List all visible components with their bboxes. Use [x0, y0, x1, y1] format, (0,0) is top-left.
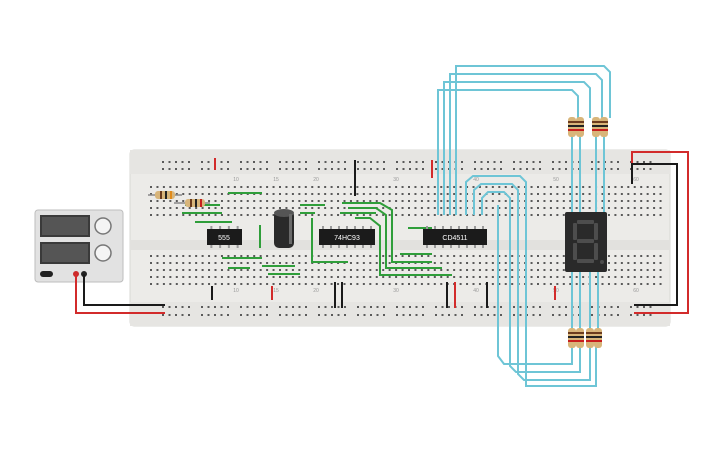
column-number-15-top: 15 [273, 177, 279, 183]
rail-markers [211, 158, 556, 308]
column-number-30-bottom: 30 [393, 288, 399, 294]
column-number-30-top: 30 [393, 177, 399, 183]
column-number-60-top: 60 [633, 177, 639, 183]
resistor-bottom-1[interactable] [568, 328, 576, 348]
column-number-60-bottom: 60 [633, 288, 639, 294]
chip-555[interactable]: 555 [207, 229, 242, 245]
column-number-20-top: 20 [313, 177, 319, 183]
rail-link-wires [631, 151, 689, 314]
column-number-15-bottom: 15 [273, 288, 279, 294]
column-number-20-bottom: 20 [313, 288, 319, 294]
column-number-10-bottom: 10 [233, 288, 239, 294]
chip-pins [210, 226, 484, 248]
column-number-40-bottom: 40 [473, 288, 479, 294]
resistor-top-4[interactable] [600, 117, 608, 137]
chip-cd4511-label: CD4511 [442, 235, 467, 242]
resistor-bottom-3[interactable] [586, 328, 594, 348]
column-number-40-top: 40 [473, 177, 479, 183]
seven-segment-display[interactable] [565, 212, 607, 272]
column-number-10-top: 10 [233, 177, 239, 183]
chip-555-label: 555 [218, 235, 230, 242]
power-supply[interactable] [34, 209, 124, 283]
column-number-50-bottom: 50 [553, 288, 559, 294]
electrolytic-capacitor[interactable] [274, 209, 294, 248]
resistor-bottom-4[interactable] [594, 328, 602, 348]
voltage-knob-icon[interactable] [94, 217, 112, 235]
chip-74hc93-label: 74HC93 [334, 235, 360, 242]
column-number-50-top: 50 [553, 177, 559, 183]
power-switch[interactable] [40, 271, 53, 277]
display-segments [573, 220, 604, 264]
chip-74hc93[interactable]: 74HC93 [319, 229, 375, 245]
chip-cd4511[interactable]: CD4511 [423, 229, 487, 245]
column-numbers: 10 10 15 15 20 20 30 30 40 40 50 50 60 60 [233, 177, 639, 294]
resistor-top-2[interactable] [576, 117, 584, 137]
resistor-top-1[interactable] [568, 117, 576, 137]
resistor-bottom-2[interactable] [576, 328, 584, 348]
center-channel [130, 240, 670, 250]
top-power-rail [130, 150, 670, 174]
current-knob-icon[interactable] [94, 244, 112, 262]
supply-wires [75, 274, 165, 314]
timing-resistors[interactable] [148, 191, 210, 207]
resistors [568, 117, 608, 348]
cyan-wires [437, 65, 611, 387]
resistor-top-3[interactable] [592, 117, 600, 137]
breadboard-holes [150, 161, 662, 316]
